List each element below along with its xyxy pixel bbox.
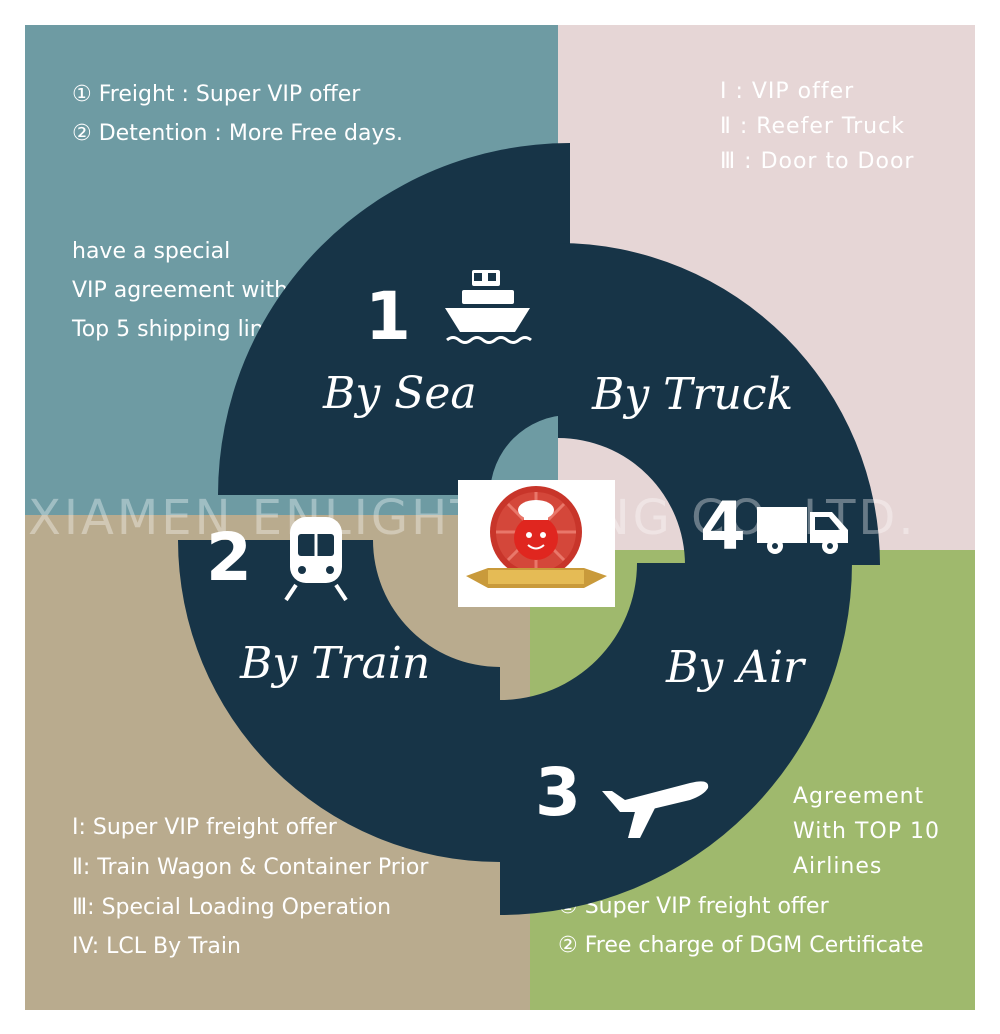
train-icon (284, 517, 348, 602)
ring-segment-truck (558, 243, 880, 565)
sea-label: By Sea (323, 368, 477, 419)
truck-label: By Truck (592, 369, 794, 420)
center-logo (458, 480, 615, 607)
train-line-1: Ⅰ: Super VIP freight offer (72, 815, 337, 840)
train-line-2: Ⅱ: Train Wagon & Container Prior (72, 855, 429, 880)
air-line-2: ② Free charge of DGM Certificate (558, 933, 924, 958)
air-label: By Air (666, 642, 805, 693)
train-label: By Train (240, 638, 431, 689)
air-number: 3 (535, 754, 581, 831)
sea-agreement-1: have a special (72, 239, 231, 264)
air-agreement-3: Airlines (793, 854, 883, 879)
airplane-icon (602, 781, 709, 838)
sea-agreement-2: VIP agreement with (72, 278, 289, 303)
train-line-4: IV: LCL By Train (72, 934, 241, 959)
tomato-chef-logo (466, 486, 607, 588)
truck-number: 4 (700, 488, 746, 565)
ring-segment-sea (218, 143, 570, 495)
ring-segment-air (500, 563, 852, 915)
air-agreement-2: With TOP 10 (793, 819, 940, 844)
truck-line-1: Ⅰ : VIP offer (720, 79, 855, 104)
sea-number: 1 (365, 278, 411, 355)
sea-agreement-3: Top 5 shipping line (72, 317, 278, 342)
train-number: 2 (206, 519, 252, 596)
sea-line-2: ② Detention : More Free days. (72, 121, 403, 146)
ship-icon (445, 270, 532, 344)
truck-line-3: Ⅲ : Door to Door (720, 149, 915, 174)
air-line-1: ① Super VIP freight offer (558, 894, 829, 919)
ring-segment-train (178, 540, 500, 862)
air-agreement-1: Agreement (793, 784, 925, 809)
sea-line-1: ① Freight : Super VIP offer (72, 82, 361, 107)
truck-line-2: Ⅱ : Reefer Truck (720, 114, 905, 139)
train-line-3: Ⅲ: Special Loading Operation (72, 895, 392, 920)
